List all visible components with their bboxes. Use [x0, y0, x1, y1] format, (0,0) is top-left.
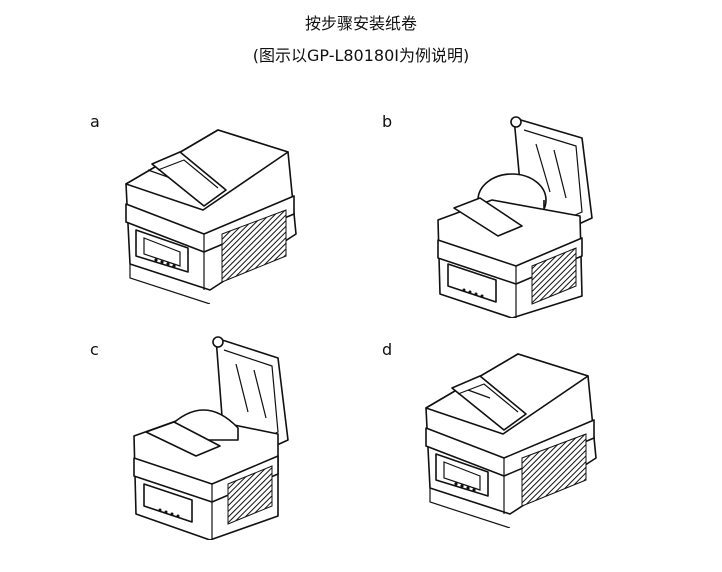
document-subtitle: (图示以GP-L80180I为例说明) — [252, 46, 470, 65]
printer-illustration-a — [125, 129, 297, 304]
step-label-c: c — [90, 340, 99, 359]
step-label-a: a — [90, 112, 100, 131]
printer-illustration-d — [425, 353, 597, 528]
step-label-b: b — [382, 112, 393, 131]
document-title: 按步骤安装纸卷 — [304, 14, 417, 33]
printer-illustration-c — [133, 336, 289, 540]
step-label-d: d — [382, 340, 393, 359]
printer-illustration-b — [437, 116, 593, 318]
